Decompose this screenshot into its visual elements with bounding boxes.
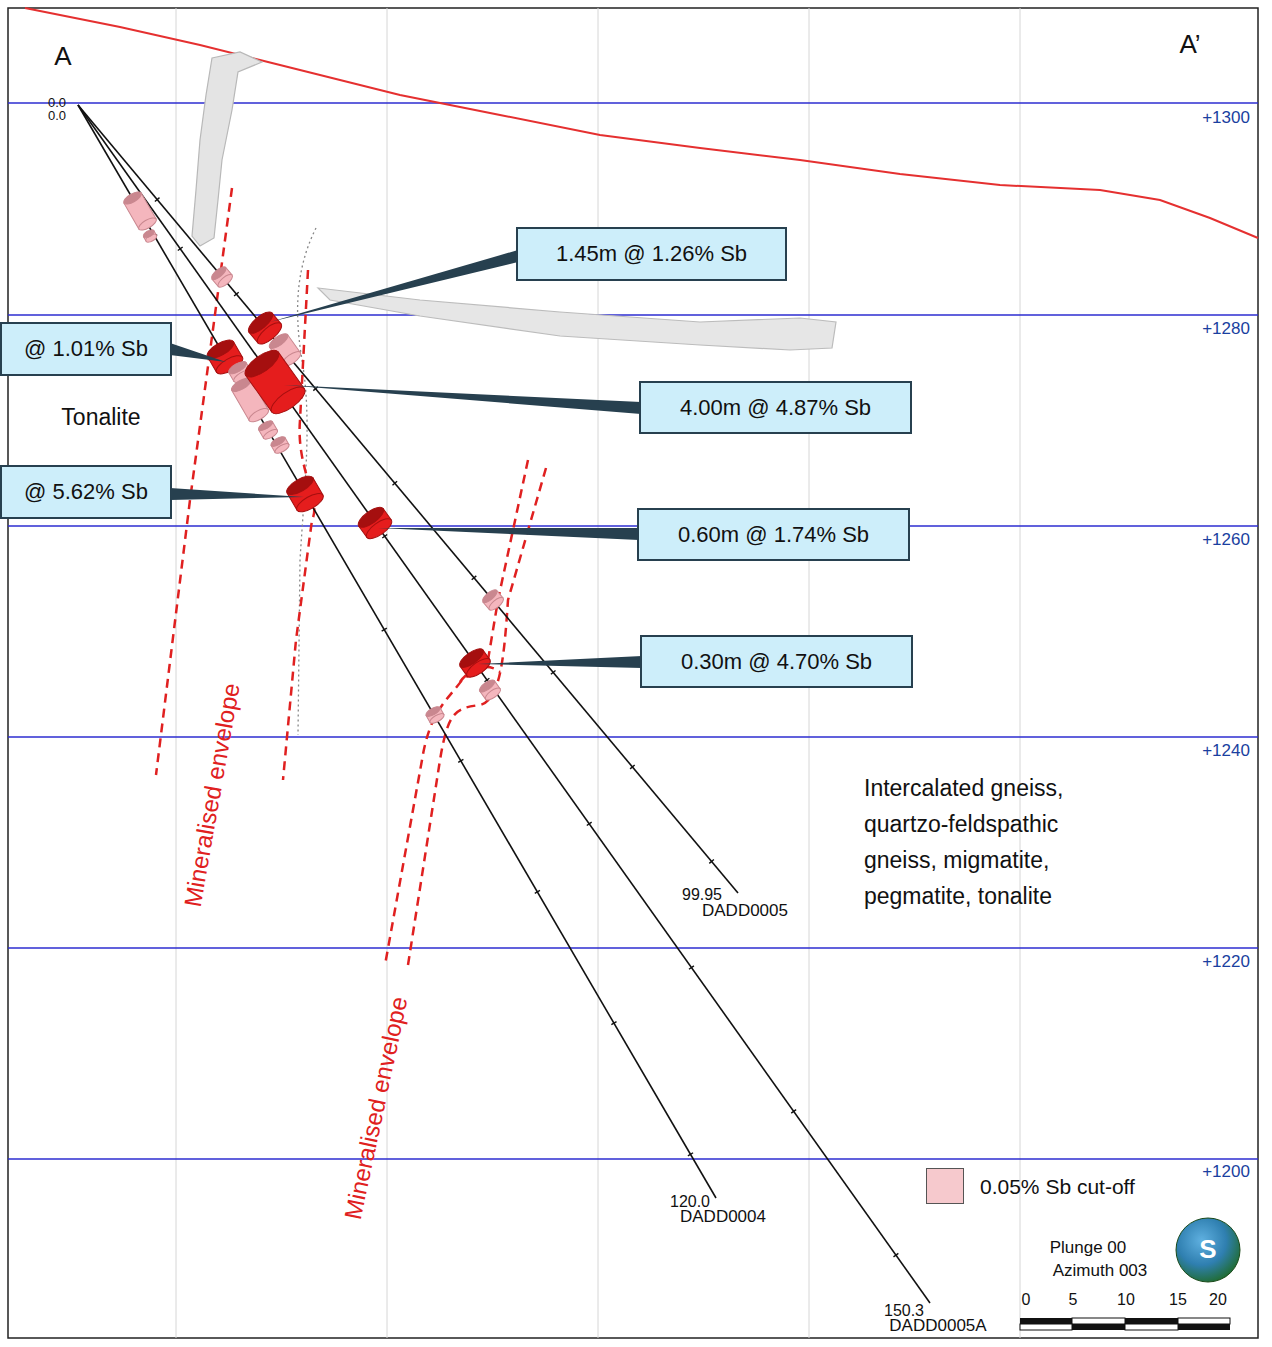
old-shaft [192,52,262,246]
logo-letter: S [1199,1235,1216,1265]
depth-tick [472,576,477,580]
envelope-label: Mineralised envelope [179,681,246,909]
assay-callout-box: 1.45m @ 1.26% Sb [516,227,787,281]
assay-text: @ 5.62% Sb [24,479,148,505]
intercept-cylinder [481,588,506,613]
depth-tick [382,535,387,538]
scale-number: 0 [1022,1291,1031,1309]
assay-text: @ 1.01% Sb [24,336,148,362]
sb-intercepts [122,190,506,726]
intercept-cylinder [355,504,395,543]
drill-hole-trace [78,105,738,893]
depth-tick [791,1110,796,1113]
frame [8,8,1258,1338]
scale-number: 5 [1069,1291,1078,1309]
mineralised-envelope-outline [156,188,546,965]
logo-globe [1176,1218,1240,1282]
elevation-label: +1280 [1202,319,1250,339]
intercept-cylinder [142,228,158,244]
assay-callout-box: 4.00m @ 4.87% Sb [639,381,912,434]
intercept-cylinder [269,435,290,455]
depth-tick [893,1253,898,1256]
intercept-cylinder [457,645,493,680]
depth-tick [630,765,635,769]
depth-tick [551,670,556,674]
section-end-label: A’ [1179,30,1200,60]
collar-depth: 0.0 [48,109,66,124]
elevation-label: +1260 [1202,530,1250,550]
intercept-cylinder [257,419,279,441]
depth-tick [234,292,239,296]
intercept-cylinder [210,265,235,290]
depth-tick [458,759,463,762]
assay-text: 0.60m @ 1.74% Sb [678,522,869,548]
leader-lines [170,250,642,668]
lithology-description: Intercalated gneiss, quartzo-feldspathic… [864,770,1126,914]
assay-callout-box: 0.30m @ 4.70% Sb [640,635,913,688]
depth-tick [688,1153,693,1156]
assay-callout-box: @ 1.01% Sb [0,322,172,376]
depth-tick [587,822,592,825]
drill-hole-trace [78,105,930,1303]
scale-number: 20 [1209,1291,1227,1309]
intercept-cylinder [122,190,158,233]
envelope-label: Mineralised envelope [339,994,413,1222]
legend-swatch [926,1168,964,1204]
hole-id: DADD0005A [887,1316,988,1336]
old-drive [318,288,836,350]
legend-text: 0.05% Sb cut-off [980,1175,1135,1199]
elevation-lines [8,103,1258,1159]
depth-tick [535,890,540,893]
assay-text: 0.30m @ 4.70% Sb [681,649,872,675]
hole-id: DADD0005 [700,901,790,921]
assay-callout-box: 0.60m @ 1.74% Sb [637,508,910,561]
elevation-label: +1200 [1202,1162,1250,1182]
depth-tick [709,860,714,864]
intercept-cylinder [478,678,503,702]
depth-tick [382,628,387,631]
view-azimuth: Azimuth 003 [1053,1261,1148,1281]
depth-tick [393,481,398,485]
assay-text: 4.00m @ 4.87% Sb [680,395,871,421]
depth-tick [155,198,160,202]
intercept-cylinder [424,705,445,725]
scale-number: 15 [1169,1291,1187,1309]
grid-vertical [176,8,1020,1338]
elevation-label: +1300 [1202,108,1250,128]
elevation-label: +1240 [1202,741,1250,761]
depth-tick [611,1022,616,1025]
scale-number: 10 [1117,1291,1135,1309]
scale-bar [1020,1318,1230,1330]
lithology-label: Tonalite [61,404,140,430]
intercept-cylinder [241,346,309,419]
drill-holes [78,105,930,1303]
depth-tick [689,966,694,969]
view-plunge: Plunge 00 [1050,1238,1127,1258]
section-end-label: A [54,42,71,72]
depth-tick [178,247,183,250]
elevation-label: +1220 [1202,952,1250,972]
hole-id: DADD0004 [678,1207,768,1227]
assay-callout-box: @ 5.62% Sb [0,465,172,519]
assay-text: 1.45m @ 1.26% Sb [556,241,747,267]
intercept-cylinder [284,473,326,516]
